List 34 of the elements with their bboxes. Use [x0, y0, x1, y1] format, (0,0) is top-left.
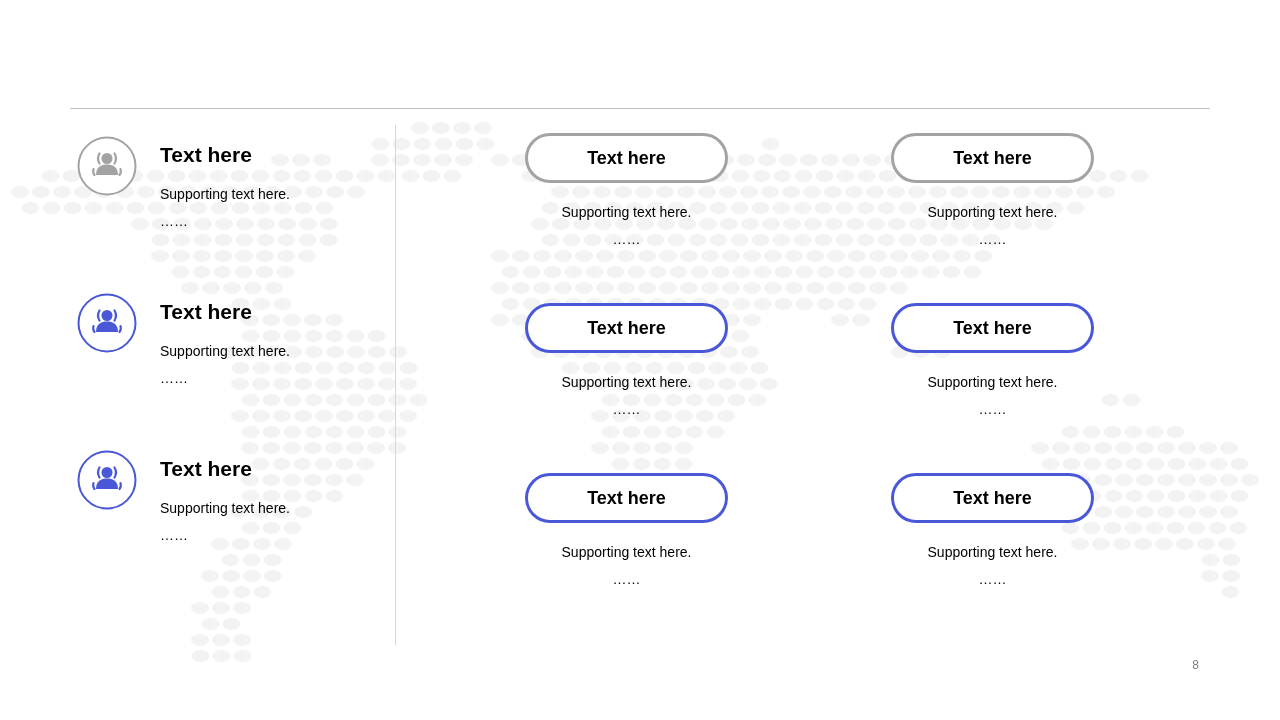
- pill-heading: Text here: [953, 317, 1032, 339]
- ellipsis: ……: [160, 213, 188, 229]
- pill-heading: Text here: [953, 487, 1032, 509]
- pill-heading: Text here: [587, 317, 666, 339]
- ellipsis: ……: [612, 571, 641, 587]
- supporting-text: Supporting text here.: [561, 204, 692, 220]
- ellipsis: ……: [978, 571, 1007, 587]
- supporting-text: Supporting text here.: [160, 343, 290, 359]
- ellipsis: ……: [612, 401, 641, 417]
- ellipsis: ……: [612, 231, 641, 247]
- supporting-text: Supporting text here.: [561, 544, 692, 560]
- rounded-pill: [525, 133, 728, 183]
- ellipsis: ……: [978, 401, 1007, 417]
- pill-heading: Text here: [587, 147, 666, 169]
- supporting-text: Supporting text here.: [927, 544, 1058, 560]
- rounded-pill: [891, 133, 1094, 183]
- rounded-pill: [525, 473, 728, 523]
- supporting-text: Supporting text here.: [927, 374, 1058, 390]
- supporting-text: Supporting text here.: [160, 186, 290, 202]
- item-heading: Text here: [160, 300, 252, 324]
- supporting-text: Supporting text here.: [927, 204, 1058, 220]
- ellipsis: ……: [978, 231, 1007, 247]
- rounded-pill: [891, 473, 1094, 523]
- rounded-pill: [891, 303, 1094, 353]
- ellipsis: ……: [160, 527, 188, 543]
- item-heading: Text here: [160, 457, 252, 481]
- pill-heading: Text here: [953, 147, 1032, 169]
- page-number: 8: [1192, 658, 1199, 673]
- rounded-pill: [525, 303, 728, 353]
- supporting-text: Supporting text here.: [561, 374, 692, 390]
- ellipsis: ……: [160, 370, 188, 386]
- pill-heading: Text here: [587, 487, 666, 509]
- supporting-text: Supporting text here.: [160, 500, 290, 516]
- item-heading: Text here: [160, 143, 252, 167]
